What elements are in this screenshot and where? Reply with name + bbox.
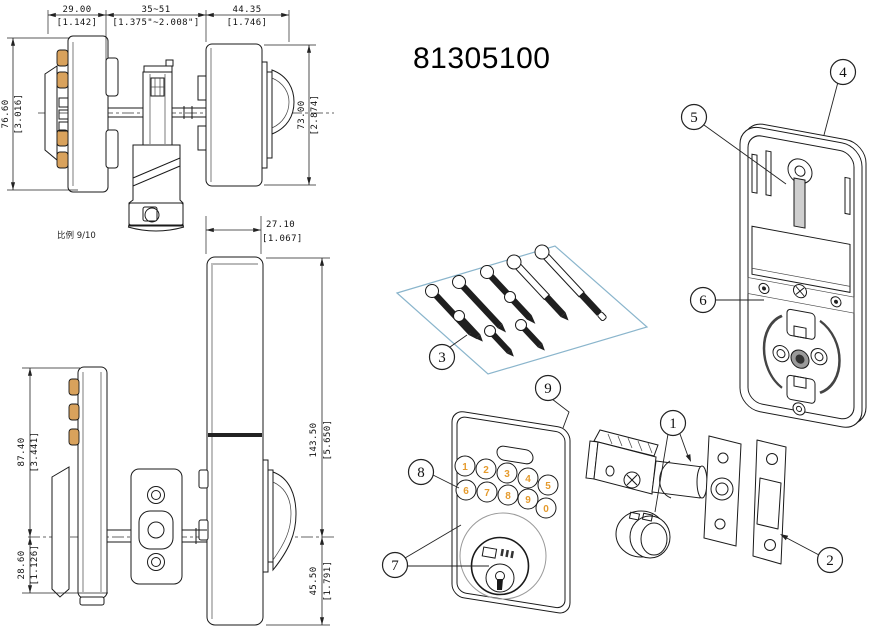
key-5: 5 xyxy=(545,481,551,492)
strike-plate xyxy=(752,439,787,565)
side-button-bump xyxy=(68,428,80,446)
exploded-view: 81305100 xyxy=(381,42,867,614)
bottom-dims: 27.10 [1.067] 87.40 [3.441] 28.60 [1.126… xyxy=(17,216,333,626)
callout-8-num: 8 xyxy=(417,465,425,481)
key-3: 3 xyxy=(504,469,510,480)
machine-screw xyxy=(534,244,607,322)
screw-kit-outline xyxy=(395,245,649,375)
keypad-front-unit: 1 2 3 4 5 6 7 8 9 0 xyxy=(451,411,571,614)
callout-9-num: 9 xyxy=(544,381,552,397)
dim-top-hr-in: [2.874] xyxy=(310,95,320,136)
dim-top-w1-in: [1.142] xyxy=(57,18,98,28)
callout-4 xyxy=(829,58,857,86)
callout-2 xyxy=(816,546,844,574)
callout-6 xyxy=(689,286,717,314)
callout-leaders xyxy=(404,81,839,567)
dim-bottom-w1-mm: 27.10 xyxy=(266,220,295,230)
callout-7-num: 7 xyxy=(391,558,399,574)
dim-top-hl-mm: 76.60 xyxy=(1,99,11,128)
side-button-bump xyxy=(68,378,80,396)
dim-bottom-hr2-in: [1.791] xyxy=(323,561,333,602)
side-button-bump xyxy=(56,151,69,169)
callout-3-num: 3 xyxy=(438,350,446,366)
mounting-plate xyxy=(107,468,207,585)
dim-top-w2-mm: 35~51 xyxy=(141,5,170,15)
machine-screw xyxy=(506,254,569,321)
callout-4-num: 4 xyxy=(839,65,847,81)
top-vertical-dims: 76.60 [3.016] 73.00 [2.874] xyxy=(1,37,320,191)
callout-5-num: 5 xyxy=(690,110,698,126)
keypad-unit-side xyxy=(44,35,119,193)
key-2: 2 xyxy=(483,465,489,476)
keypad-unit-side-tall xyxy=(51,366,108,606)
side-button-bump xyxy=(56,49,69,67)
key-9: 9 xyxy=(525,495,531,506)
dim-top-hr-mm: 73.00 xyxy=(297,100,307,129)
dim-bottom-hl2-mm: 28.60 xyxy=(17,550,27,579)
led-indicator-window xyxy=(496,445,534,465)
dim-top-w1-mm: 29.00 xyxy=(62,5,91,15)
bottom-side-view: 27.10 [1.067] 87.40 [3.441] 28.60 [1.126… xyxy=(17,216,336,626)
dim-top-w3-mm: 44.35 xyxy=(232,5,261,15)
callout-1 xyxy=(659,409,687,437)
side-button-bump xyxy=(56,71,69,89)
side-button-bump xyxy=(56,129,69,147)
key-8: 8 xyxy=(505,491,511,502)
latch-mechanism-side xyxy=(108,59,206,232)
key-0: 0 xyxy=(543,504,549,515)
dim-bottom-hl1-mm: 87.40 xyxy=(17,437,27,466)
dim-bottom-hl2-in: [1.126] xyxy=(30,545,40,586)
key-6: 6 xyxy=(463,486,469,497)
keypad-buttons: 1 2 3 4 5 6 7 8 9 0 xyxy=(454,455,559,519)
battery-panel xyxy=(751,225,851,293)
key-7: 7 xyxy=(484,488,490,499)
callout-2-num: 2 xyxy=(826,553,834,569)
dim-top-w2-in: [1.375"~2.008"] xyxy=(112,18,199,28)
callout-3 xyxy=(428,343,456,371)
short-screw xyxy=(504,291,534,323)
part-number-title: 81305100 xyxy=(413,42,550,75)
top-horizontal-dims: 29.00 [1.142] 35~51 [1.375"~2.008"] 44.3… xyxy=(47,5,290,62)
callout-7 xyxy=(381,551,409,579)
callout-1-num: 1 xyxy=(669,416,677,432)
interior-backplate xyxy=(739,123,867,428)
long-screw xyxy=(452,275,507,333)
short-screw xyxy=(515,319,545,351)
short-screw xyxy=(484,325,514,357)
short-screw xyxy=(453,310,483,342)
dim-bottom-hr2-mm: 45.50 xyxy=(309,566,319,595)
callout-9 xyxy=(534,374,562,402)
interior-unit-side-tall xyxy=(198,256,297,626)
dim-bottom-hl1-in: [3.441] xyxy=(30,432,40,473)
interior-unit-side xyxy=(197,43,295,187)
scale-note: 比例 9/10 xyxy=(57,230,96,241)
dim-bottom-w1-in: [1.067] xyxy=(262,234,303,244)
dim-bottom-hr1-in: [5.650] xyxy=(323,420,333,461)
callout-8 xyxy=(407,458,435,486)
dim-top-w3-in: [1.746] xyxy=(227,18,268,28)
callout-balloons: 1 2 3 4 5 6 7 8 9 xyxy=(381,58,857,579)
callout-5 xyxy=(680,103,708,131)
key-1: 1 xyxy=(462,462,468,473)
dim-top-hl-in: [3.016] xyxy=(14,94,24,135)
top-side-view: 29.00 [1.142] 35~51 [1.375"~2.008"] 44.3… xyxy=(1,5,334,241)
screw-kit xyxy=(395,244,649,375)
callout-6-num: 6 xyxy=(699,293,707,309)
dim-bottom-hr1-mm: 143.50 xyxy=(309,423,319,458)
deadbolt-latch xyxy=(585,429,742,559)
side-button-bump xyxy=(68,403,80,421)
key-4: 4 xyxy=(525,474,531,485)
